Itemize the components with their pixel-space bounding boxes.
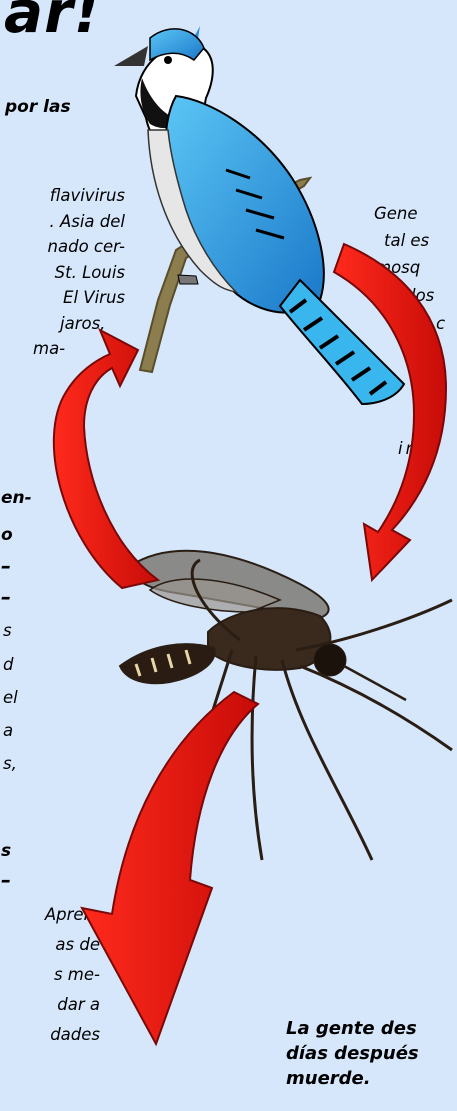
arrow-down-left-icon [82,692,258,1044]
arrow-down-icon [334,244,446,580]
